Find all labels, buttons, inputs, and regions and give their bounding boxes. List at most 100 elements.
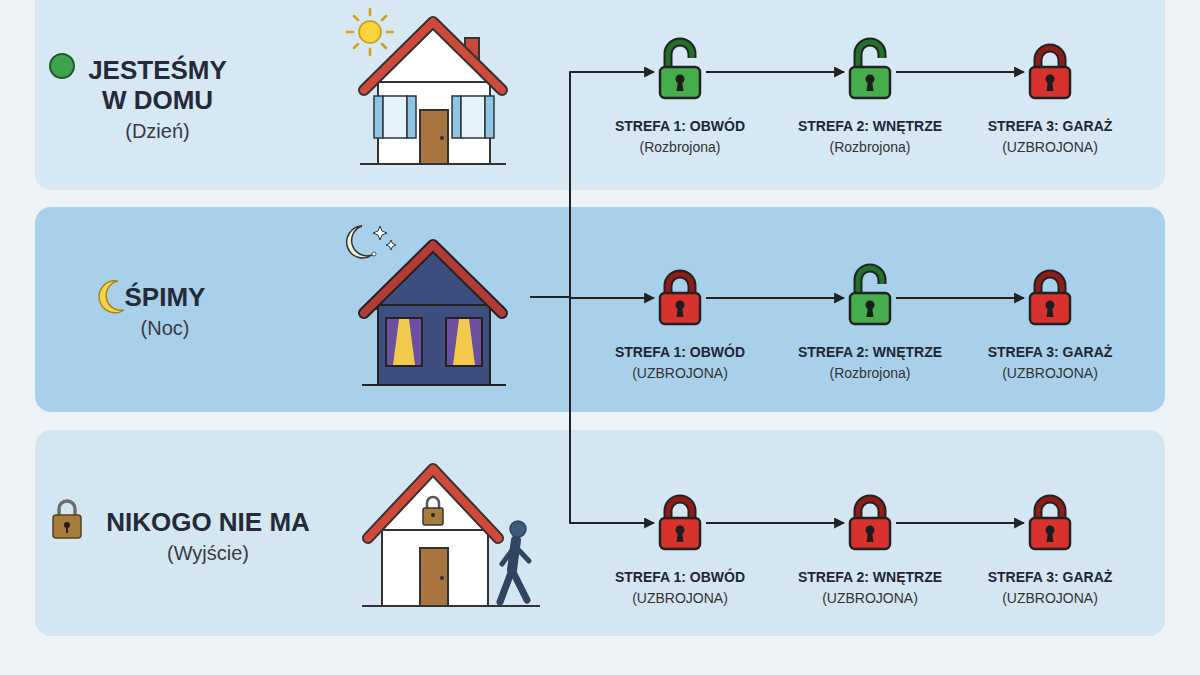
zone-name: STREFA 1: OBWÓD bbox=[615, 569, 745, 585]
house-wall bbox=[378, 82, 490, 164]
keyhole bbox=[64, 522, 70, 528]
mode-subtitle: (Dzień) bbox=[75, 119, 240, 143]
zone-name: STREFA 3: GARAŻ bbox=[988, 118, 1113, 134]
roof-outline bbox=[364, 245, 502, 313]
zone-state: (Rozbrojona) bbox=[640, 139, 721, 155]
ground-line bbox=[362, 384, 506, 386]
padlock-shackle-outline bbox=[1038, 48, 1062, 68]
padlock-shackle bbox=[858, 499, 882, 519]
window bbox=[383, 96, 407, 138]
gable bbox=[376, 476, 490, 534]
shutter bbox=[407, 96, 416, 138]
ground-line bbox=[360, 163, 506, 165]
mode-label: NIKOGO NIE MA (Wyjście) bbox=[92, 507, 324, 565]
keyhole bbox=[677, 307, 684, 317]
zone-lock: STREFA 3: GARAŻ(UZBROJONA) bbox=[1024, 269, 1076, 327]
gable-lock-shackle bbox=[427, 497, 439, 509]
padlock-locked bbox=[1024, 269, 1076, 327]
padlock-locked bbox=[1024, 494, 1076, 552]
star bbox=[372, 252, 376, 256]
flow-arrow bbox=[706, 71, 844, 73]
mode-title: NIKOGO NIE MA bbox=[92, 507, 324, 537]
house-day bbox=[347, 9, 506, 164]
shutter bbox=[452, 96, 461, 138]
keyhole bbox=[1047, 81, 1054, 91]
mode-band: JESTEŚMY W DOMU (Dzień) STREFA 1: OBWÓD (Ro… bbox=[35, 0, 1165, 190]
padlock-locked bbox=[1024, 43, 1076, 101]
padlock-body bbox=[53, 515, 81, 538]
sun-ray bbox=[382, 44, 386, 48]
keyhole bbox=[1047, 532, 1054, 542]
mode-subtitle: (Noc) bbox=[85, 316, 245, 340]
flow-arrow bbox=[896, 522, 1024, 524]
padlock-body bbox=[660, 518, 700, 549]
roof-outline bbox=[368, 469, 498, 538]
person-arm bbox=[502, 546, 515, 564]
mode-subtitle: (Wyjście) bbox=[92, 541, 324, 565]
person-arm bbox=[515, 546, 529, 561]
moon bbox=[347, 226, 372, 258]
padlock-shackle-outline bbox=[668, 274, 692, 294]
padlock-shackle-outline bbox=[858, 268, 882, 294]
sun-ray bbox=[354, 44, 358, 48]
padlock-shackle bbox=[1038, 48, 1062, 68]
chimney bbox=[465, 38, 479, 70]
padlock-locked bbox=[844, 494, 896, 552]
flow-arrow bbox=[896, 297, 1024, 299]
padlock-body bbox=[850, 518, 890, 549]
padlock-shackle bbox=[1038, 274, 1062, 294]
ground-line bbox=[362, 605, 540, 607]
zone-state: (UZBROJONA) bbox=[1002, 139, 1098, 155]
padlock-unlocked bbox=[654, 43, 706, 101]
keyhole bbox=[677, 532, 684, 542]
padlock-body bbox=[1030, 67, 1070, 98]
mode-label: ŚPIMY (Noc) bbox=[85, 282, 245, 340]
zone-name: STREFA 1: OBWÓD bbox=[615, 118, 745, 134]
zone-name: STREFA 2: WNĘTRZE bbox=[798, 569, 942, 585]
person-torso bbox=[512, 540, 516, 570]
sun-ray bbox=[369, 9, 372, 15]
sun-ray bbox=[354, 16, 358, 20]
zone-name: STREFA 3: GARAŻ bbox=[988, 344, 1113, 360]
flow-arrow bbox=[896, 71, 1024, 73]
lit-window bbox=[446, 318, 482, 366]
mode-title: ŚPIMY bbox=[85, 282, 245, 312]
padlock-shackle-outline bbox=[1038, 499, 1062, 519]
flow-arrow bbox=[706, 522, 844, 524]
sun-ray bbox=[347, 31, 353, 34]
flow-arrow bbox=[530, 297, 654, 298]
sun-ray bbox=[369, 49, 372, 55]
sun-ray bbox=[382, 16, 386, 20]
keyhole bbox=[677, 81, 684, 91]
padlock-shackle-outline bbox=[858, 42, 882, 68]
zone-lock: STREFA 2: WNĘTRZE(UZBROJONA) bbox=[844, 494, 896, 552]
mode-label: JESTEŚMY W DOMU (Dzień) bbox=[75, 55, 240, 143]
person-leg bbox=[512, 570, 527, 600]
padlock-shackle bbox=[858, 268, 882, 294]
door bbox=[420, 548, 448, 606]
person-leg bbox=[500, 570, 512, 602]
zone-state: (Rozbrojona) bbox=[830, 139, 911, 155]
mode-title: JESTEŚMY W DOMU bbox=[75, 55, 240, 115]
zone-lock: STREFA 3: GARAŻ(UZBROJONA) bbox=[1024, 43, 1076, 101]
door-knob bbox=[440, 576, 444, 580]
sun bbox=[359, 21, 381, 43]
zone-lock: STREFA 1: OBWÓD(UZBROJONA) bbox=[654, 269, 706, 327]
zone-state: (UZBROJONA) bbox=[1002, 365, 1098, 381]
padlock-locked bbox=[654, 494, 706, 552]
status-dot bbox=[50, 54, 74, 78]
padlock-body bbox=[850, 293, 890, 324]
house-wall bbox=[378, 305, 490, 385]
padlock-shackle bbox=[668, 42, 692, 68]
sun-ray bbox=[387, 31, 393, 34]
zone-lock: STREFA 2: WNĘTRZE(Rozbrojona) bbox=[844, 43, 896, 101]
padlock-body bbox=[1030, 518, 1070, 549]
keyhole bbox=[867, 307, 874, 317]
padlock-locked bbox=[654, 269, 706, 327]
zone-name: STREFA 2: WNĘTRZE bbox=[798, 344, 942, 360]
zone-lock: STREFA 2: WNĘTRZE(Rozbrojona) bbox=[844, 269, 896, 327]
flow-arrow bbox=[530, 297, 654, 523]
roof bbox=[364, 245, 502, 313]
mode-band: ŚPIMY (Noc) STREFA 1: OBWÓD(UZBROJONA) STRE… bbox=[35, 207, 1165, 412]
